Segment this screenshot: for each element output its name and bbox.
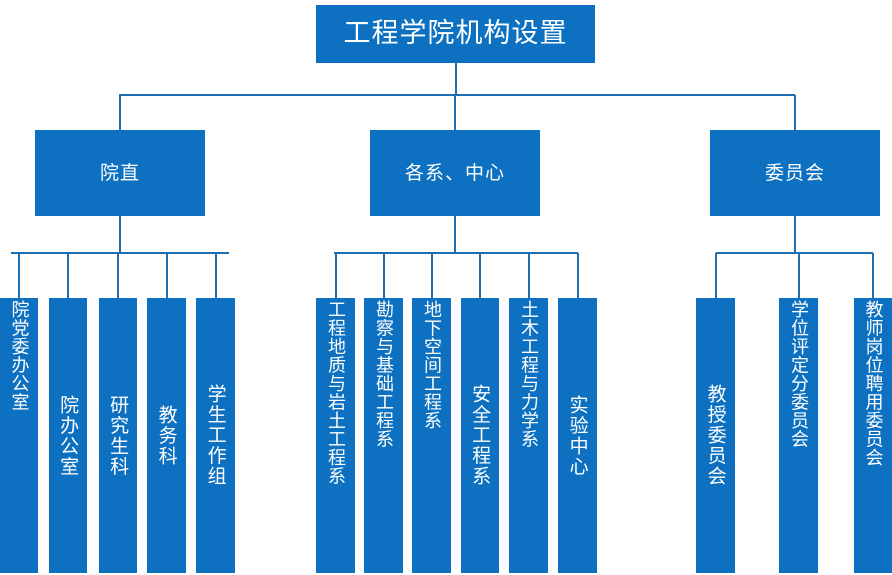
leaf-drop-connector-1-0 (334, 253, 337, 298)
leaf-drop-connector-2-1 (797, 253, 800, 298)
leaf-drop-connector-0-3 (165, 253, 168, 298)
leaf-drop-connector-1-4 (527, 253, 530, 298)
root-title-box[interactable]: 工程学院机构设置 (316, 5, 595, 63)
leaf-node[interactable]: 学生工作组 (196, 298, 235, 573)
leaf-node[interactable]: 教务科 (147, 298, 186, 573)
leaf-drop-connector-2-2 (872, 253, 874, 298)
leaf-node[interactable]: 院党委办公室 (0, 298, 38, 573)
leaf-drop-connector-0-2 (117, 253, 119, 298)
leaf-node[interactable]: 工程地质与岩土工程系 (316, 298, 355, 573)
leaf-node[interactable]: 学位评定分委员会 (779, 298, 818, 573)
group-drop-connector-0 (119, 95, 121, 130)
group-node-label: 委员会 (764, 161, 825, 184)
page-title: 工程学院机构设置 (343, 18, 568, 50)
group-node-group-yuanzhi[interactable]: 院直 (35, 130, 205, 216)
group-horizontal-bus-1 (334, 252, 578, 254)
leaf-node-label: 研究生科 (107, 394, 130, 477)
leaf-drop-connector-1-3 (479, 253, 481, 298)
leaf-node[interactable]: 土木工程与力学系 (509, 298, 548, 573)
leaf-node[interactable]: 研究生科 (99, 298, 137, 573)
leaf-node-label: 学位评定分委员会 (788, 300, 810, 448)
root-horizontal-bus (119, 94, 795, 96)
leaf-drop-connector-0-0 (18, 253, 20, 298)
leaf-node[interactable]: 教授委员会 (696, 298, 735, 573)
group-stem-connector-0 (119, 216, 121, 253)
leaf-drop-connector-0-1 (67, 253, 69, 298)
leaf-node-label: 学生工作组 (204, 384, 227, 487)
leaf-node-label: 工程地质与岩土工程系 (325, 300, 347, 485)
leaf-node-label: 实验中心 (566, 394, 589, 477)
group-node-label: 院直 (99, 161, 140, 184)
leaf-node[interactable]: 安全工程系 (461, 298, 499, 573)
leaf-node[interactable]: 勘察与基础工程系 (364, 298, 403, 573)
leaf-node-label: 勘察与基础工程系 (373, 300, 395, 448)
leaf-drop-connector-1-2 (430, 253, 433, 298)
leaf-node-label: 地下空间工程系 (421, 300, 443, 430)
leaf-node-label: 院党委办公室 (8, 300, 30, 411)
leaf-node[interactable]: 院办公室 (49, 298, 87, 573)
leaf-node-label: 院办公室 (57, 394, 80, 477)
group-drop-connector-2 (794, 95, 796, 130)
group-node-group-xizhongxin[interactable]: 各系、中心 (370, 130, 540, 216)
leaf-node[interactable]: 实验中心 (558, 298, 597, 573)
group-horizontal-bus-2 (716, 252, 873, 254)
leaf-node-label: 教务科 (155, 404, 178, 467)
group-node-group-weiyuanhui[interactable]: 委员会 (710, 130, 880, 216)
group-horizontal-bus-0 (11, 252, 229, 254)
leaf-node[interactable]: 地下空间工程系 (412, 298, 451, 573)
root-stem-connector (454, 63, 457, 95)
leaf-node-label: 教师岗位聘用委员会 (862, 300, 884, 467)
leaf-node[interactable]: 教师岗位聘用委员会 (854, 298, 892, 573)
leaf-drop-connector-1-1 (382, 253, 385, 298)
group-node-label: 各系、中心 (404, 161, 505, 184)
leaf-drop-connector-1-5 (576, 253, 579, 298)
leaf-node-label: 教授委员会 (704, 384, 727, 487)
leaf-node-label: 安全工程系 (469, 384, 492, 487)
leaf-node-label: 土木工程与力学系 (518, 300, 540, 448)
group-drop-connector-1 (454, 95, 456, 130)
group-stem-connector-2 (794, 216, 796, 253)
leaf-drop-connector-2-0 (714, 253, 717, 298)
group-stem-connector-1 (454, 216, 456, 253)
leaf-drop-connector-0-4 (214, 253, 217, 298)
